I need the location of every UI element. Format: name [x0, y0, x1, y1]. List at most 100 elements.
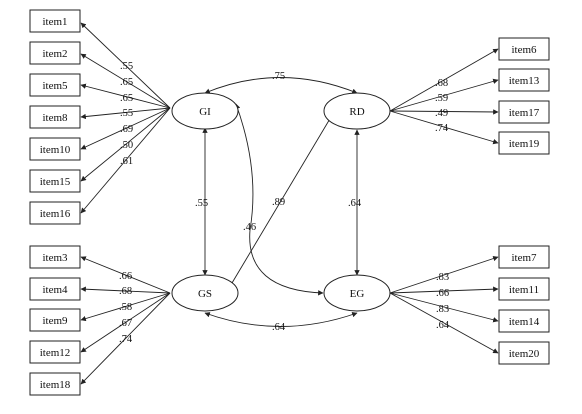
- item-box-item15: [29, 169, 81, 193]
- item-label-item6: item6: [511, 44, 537, 56]
- arrow-eg-item14: [389, 292, 499, 323]
- loading-gi-item1: .55: [120, 61, 133, 72]
- item-label-item9: item9: [42, 315, 68, 327]
- path-gs-rd: [231, 111, 335, 284]
- latent-label-gs: GS: [198, 288, 212, 300]
- gs-item-boxes: item3 item4 item9 item12 item18: [29, 245, 81, 396]
- arrow-gs-item12: [80, 292, 171, 353]
- item-label-item12: item12: [40, 347, 71, 359]
- item-box-item14: [498, 309, 550, 333]
- gi-item-boxes: item1 item2 item5 item8 item10 item15 it…: [29, 9, 81, 225]
- item-label-item13: item13: [509, 75, 540, 87]
- rd-loading-arrows: [389, 48, 499, 145]
- item-label-item8: item8: [42, 112, 68, 124]
- latent-eg: [323, 274, 391, 312]
- arrow-gi-item10: [80, 107, 171, 150]
- item-box-item18: [29, 372, 81, 396]
- item-label-item3: item3: [42, 252, 68, 264]
- loading-eg-item11: .66: [436, 288, 449, 299]
- latent-gi: [171, 92, 239, 130]
- item-box-item19: [498, 131, 550, 155]
- loading-gs-item9: .58: [119, 302, 132, 313]
- item-box-item11: [498, 277, 550, 301]
- item-label-item5: item5: [42, 80, 68, 92]
- arrow-eg-item20: [389, 292, 499, 354]
- latent-gs: [171, 274, 239, 312]
- arrow-eg-item7: [389, 255, 499, 294]
- item-box-item10: [29, 137, 81, 161]
- loading-rd-item13: .59: [435, 93, 448, 104]
- item-label-item14: item14: [509, 316, 540, 328]
- eg-loading-arrows: [389, 255, 499, 354]
- item-label-item19: item19: [509, 138, 540, 150]
- loading-eg-item7: .83: [436, 272, 449, 283]
- loading-gs-item12: .67: [119, 318, 132, 329]
- arrow-gs-item18: [80, 292, 171, 385]
- path-label-gs-rd: .89: [272, 197, 285, 208]
- loading-gs-item18: .74: [119, 334, 133, 345]
- loading-gi-item2: .65: [120, 77, 133, 88]
- item-label-item11: item11: [509, 284, 539, 296]
- loading-gi-item8: .55: [120, 108, 133, 119]
- arrow-gs-item9: [80, 292, 171, 322]
- arrow-gi-item2: [80, 53, 171, 109]
- loading-gi-item16: .61: [120, 156, 133, 167]
- gi-loading-arrows: [80, 22, 171, 214]
- arrow-gi-item1: [80, 22, 171, 109]
- latent-label-gi: GI: [199, 106, 211, 118]
- arrow-gs-item3: [80, 256, 171, 294]
- arrow-rd-item19: [389, 110, 499, 145]
- path-gi-rd: [204, 77, 358, 94]
- item-label-item4: item4: [42, 284, 68, 296]
- item-box-item12: [29, 340, 81, 364]
- latent-rd: [323, 92, 391, 130]
- loading-gs-item3: .66: [119, 271, 132, 282]
- item-box-item9: [29, 308, 81, 332]
- gi-loading-labels: .55 .65 .65 .55 .69 .50 .61: [120, 61, 133, 167]
- rd-item-boxes: item6 item13 item17 item19: [498, 37, 550, 155]
- loading-rd-item6: .68: [435, 78, 448, 89]
- item-label-item1: item1: [42, 16, 67, 28]
- latent-variables: GI RD GS EG: [171, 92, 391, 312]
- loading-gs-item4: .68: [119, 286, 132, 297]
- item-box-item20: [498, 341, 550, 365]
- gs-loading-arrows: [80, 256, 171, 385]
- eg-item-boxes: item7 item11 item14 item20: [498, 245, 550, 365]
- loading-eg-item20: .64: [436, 320, 450, 331]
- loading-gi-item5: .65: [120, 93, 133, 104]
- item-label-item2: item2: [42, 48, 67, 60]
- arrow-rd-item13: [389, 78, 499, 112]
- arrow-gi-item8: [80, 107, 171, 120]
- item-box-item2: [29, 41, 81, 65]
- item-label-item10: item10: [40, 144, 71, 156]
- item-box-item5: [29, 73, 81, 97]
- path-gs-eg: [204, 312, 358, 327]
- path-gi-eg: [235, 103, 324, 296]
- item-box-item7: [498, 245, 550, 269]
- item-label-item20: item20: [509, 348, 540, 360]
- item-box-item3: [29, 245, 81, 269]
- item-box-item8: [29, 105, 81, 129]
- item-label-item7: item7: [511, 252, 537, 264]
- arrow-gi-item5: [80, 83, 171, 109]
- loading-gi-item10: .69: [120, 124, 133, 135]
- arrow-rd-item17: [389, 109, 499, 115]
- loading-eg-item14: .83: [436, 304, 449, 315]
- gs-loading-labels: .66 .68 .58 .67 .74: [119, 271, 133, 345]
- rd-loading-labels: .68 .59 .49 .74: [435, 78, 449, 134]
- item-box-item1: [29, 9, 81, 33]
- item-label-item16: item16: [40, 208, 71, 220]
- item-box-item16: [29, 201, 81, 225]
- eg-loading-labels: .83 .66 .83 .64: [436, 272, 450, 331]
- latent-label-eg: EG: [350, 288, 365, 300]
- loading-rd-item17: .49: [435, 108, 448, 119]
- path-label-gi-eg: .46: [243, 222, 256, 233]
- path-label-rd-eg: .64: [348, 198, 362, 209]
- item-box-item13: [498, 68, 550, 92]
- arrow-gi-item15: [80, 107, 171, 182]
- latent-label-rd: RD: [349, 106, 364, 118]
- item-label-item17: item17: [509, 107, 540, 119]
- item-box-item4: [29, 277, 81, 301]
- path-label-gs-eg: .64: [272, 322, 286, 333]
